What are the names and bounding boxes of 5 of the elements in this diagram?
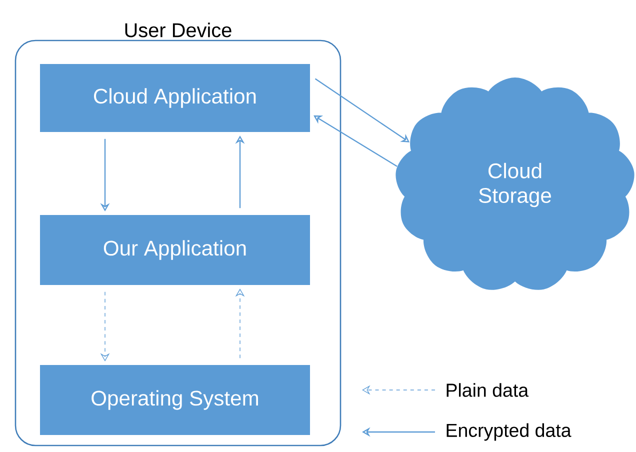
legend-item: Plain data (362, 383, 529, 397)
process-box: Cloud Application (40, 64, 310, 132)
node-label: User Device (125, 22, 232, 38)
process-box: Operating System (40, 365, 310, 435)
process-box: Our Application (40, 215, 310, 285)
